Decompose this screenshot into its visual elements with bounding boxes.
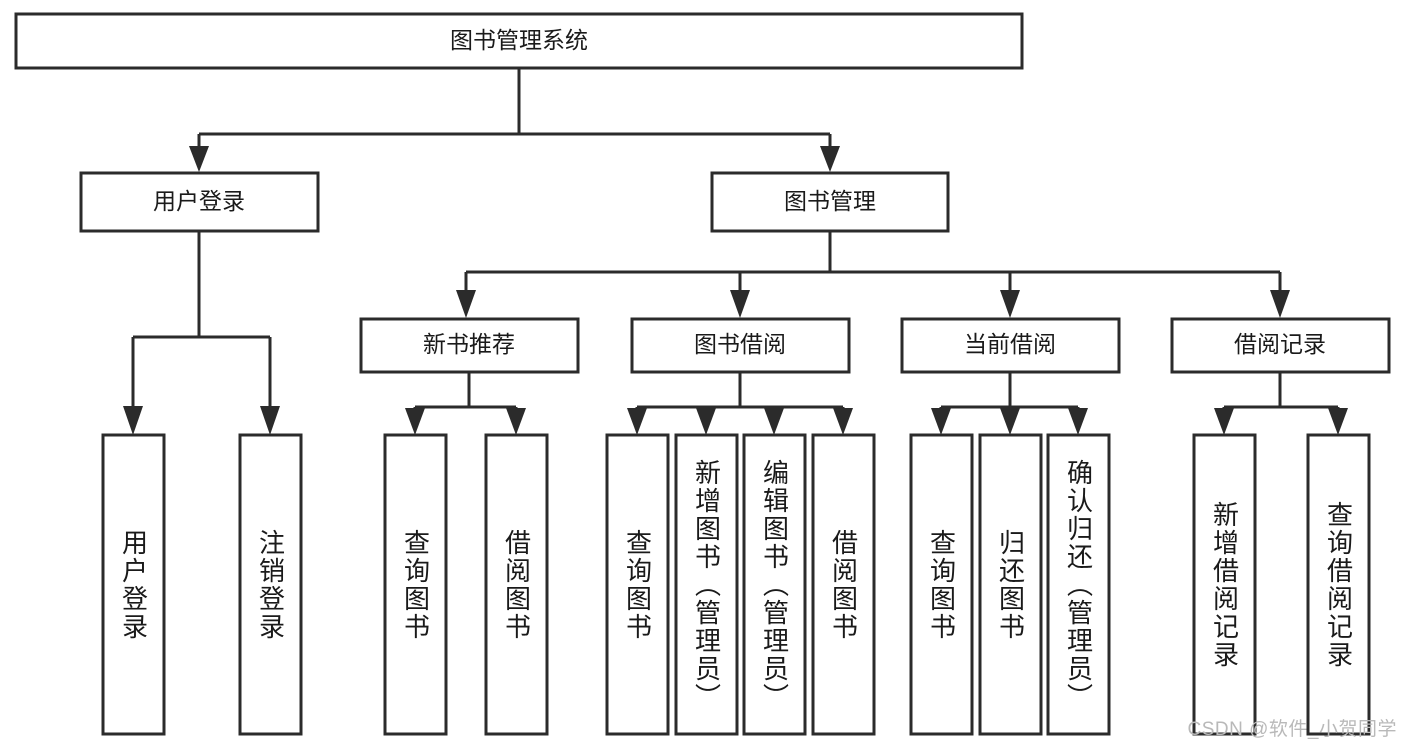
- connector-borrowrecord-to-leaves: [1214, 372, 1348, 435]
- node-user-login-label: 用户登录: [153, 188, 245, 214]
- node-book-borrow[interactable]: 图书借阅: [630, 317, 851, 374]
- leaf-box-user-logout[interactable]: [238, 433, 303, 736]
- leaf-box-query-book-2[interactable]: [605, 433, 670, 736]
- leaf-box-query-record[interactable]: [1306, 433, 1371, 736]
- leaf-box-confirm-return[interactable]: [1046, 433, 1111, 736]
- leaf-box-add-record[interactable]: [1192, 433, 1257, 736]
- node-user-login[interactable]: 用户登录: [79, 171, 320, 233]
- node-current-borrow-label: 当前借阅: [964, 331, 1056, 357]
- connector-root-to-level2: [189, 68, 840, 172]
- node-book-borrow-label: 图书借阅: [694, 331, 786, 357]
- connector-currentborrow-to-leaves: [931, 372, 1088, 435]
- leaf-box-borrow-book-1[interactable]: [484, 433, 549, 736]
- node-book-manage[interactable]: 图书管理: [710, 171, 950, 233]
- leaf-box-borrow-book-2[interactable]: [811, 433, 876, 736]
- leaf-box-query-book-1[interactable]: [383, 433, 448, 736]
- node-new-book-recommend[interactable]: 新书推荐: [359, 317, 580, 374]
- connector-userlogin-to-leaves: [123, 232, 280, 435]
- connector-bookmanage-to-level3: [456, 232, 1290, 318]
- leaf-box-edit-book[interactable]: [742, 433, 807, 736]
- node-book-manage-label: 图书管理: [784, 188, 876, 214]
- node-root-system[interactable]: 图书管理系统: [14, 12, 1024, 70]
- node-root-system-label: 图书管理系统: [450, 27, 588, 53]
- leaf-box-return-book[interactable]: [978, 433, 1043, 736]
- node-current-borrow[interactable]: 当前借阅: [900, 317, 1121, 374]
- leaf-box-query-book-3[interactable]: [909, 433, 974, 736]
- connector-bookborrow-to-leaves: [627, 372, 853, 435]
- connector-newbook-to-leaves: [405, 372, 526, 435]
- node-borrow-record[interactable]: 借阅记录: [1170, 317, 1391, 374]
- node-new-book-recommend-label: 新书推荐: [423, 331, 515, 357]
- node-borrow-record-label: 借阅记录: [1234, 331, 1326, 357]
- leaf-box-add-book[interactable]: [674, 433, 739, 736]
- watermark-text: CSDN @软件_小贺同学: [1187, 719, 1397, 740]
- leaf-box-user-login[interactable]: [101, 433, 166, 736]
